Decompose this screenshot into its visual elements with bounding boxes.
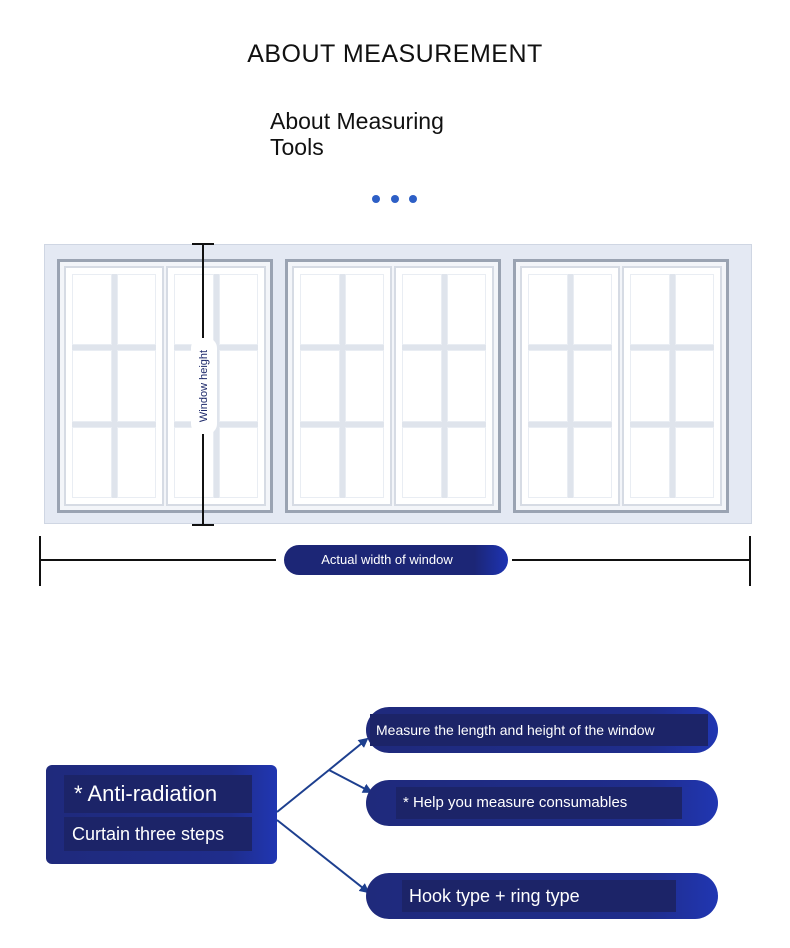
- pagination-dot[interactable]: [391, 195, 399, 203]
- window-height-label: Window height: [191, 338, 217, 434]
- window-sash: [520, 266, 620, 506]
- window-sash: [394, 266, 494, 506]
- step-item: * Help you measure consumables: [366, 780, 718, 826]
- steps-summary-box: * Anti-radiation Curtain three steps: [46, 765, 277, 864]
- window-sash: [622, 266, 722, 506]
- width-measure-line-right: [512, 559, 751, 561]
- width-measure-cap-right: [749, 536, 751, 586]
- steps-box-heading: * Anti-radiation: [64, 775, 252, 813]
- page-subtitle: About Measuring Tools: [270, 108, 444, 160]
- window-illustration: [44, 244, 752, 524]
- window-height-text: Window height: [198, 349, 210, 423]
- height-measure-cap-bottom: [192, 524, 214, 526]
- width-measure-line-left: [40, 559, 276, 561]
- pagination-dots: [372, 195, 422, 205]
- window-sash: [64, 266, 164, 506]
- pagination-dot[interactable]: [409, 195, 417, 203]
- steps-box-subheading: Curtain three steps: [64, 817, 252, 851]
- pagination-dot[interactable]: [372, 195, 380, 203]
- step-item-label: Hook type + ring type: [402, 880, 676, 912]
- step-item: Hook type + ring type: [366, 873, 718, 919]
- step-item-label: Measure the length and height of the win…: [370, 714, 708, 746]
- connector-arrow: [328, 769, 373, 793]
- window-sash: [166, 266, 266, 506]
- connector-arrow: [328, 737, 369, 771]
- window-width-label: Actual width of window: [284, 545, 508, 575]
- window-sash: [292, 266, 392, 506]
- window-section: [513, 259, 729, 513]
- width-measure-cap-left: [39, 536, 41, 586]
- window-section: [57, 259, 273, 513]
- window-section: [285, 259, 501, 513]
- connector-arrow: [276, 819, 370, 894]
- step-item-label: * Help you measure consumables: [396, 787, 682, 819]
- page-title: ABOUT MEASUREMENT: [247, 40, 543, 68]
- step-item: Measure the length and height of the win…: [366, 707, 718, 753]
- height-measure-cap-top: [192, 243, 214, 245]
- connector-arrow: [276, 769, 330, 813]
